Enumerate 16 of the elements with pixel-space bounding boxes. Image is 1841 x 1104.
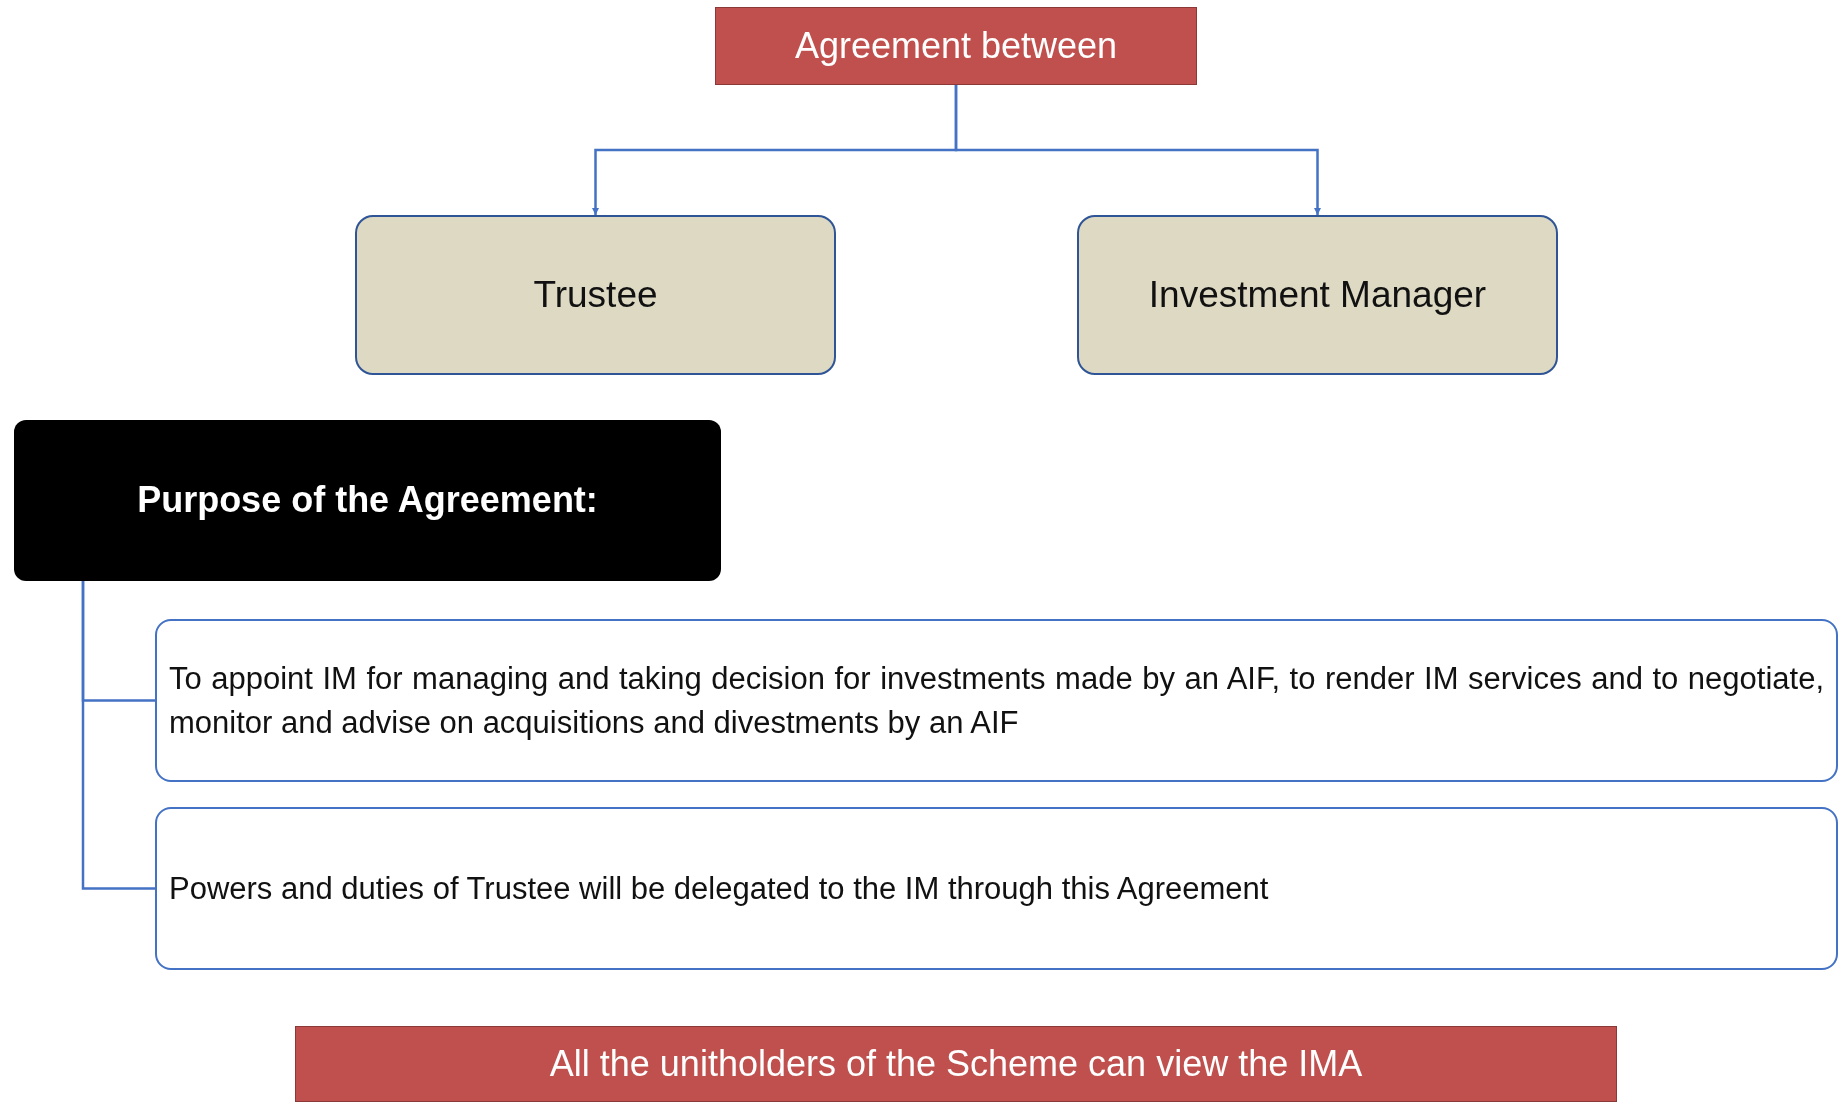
connector-line [81,581,155,890]
node-text: All the unitholders of the Scheme can view the IMA [549,1041,1363,1086]
note-banner [295,1026,1617,1102]
text-box [155,807,1838,970]
node-text: To appoint IM for managing and taking decision for investments made by an AIF, to render IM services and to negotiate, monitor and advise on acquisitions and divestments by an AIF [169,660,1824,742]
node-text: Powers and duties of Trustee will be delegated to the IM through this Agreement [169,869,1270,908]
title-box [715,7,1197,85]
party-box [355,215,836,375]
text-box [155,619,1838,782]
party-box [1077,215,1558,375]
node-text: Trustee [533,273,658,318]
arrow [954,85,1321,215]
heading-box [14,420,721,581]
node-text: Purpose of the Agreement: [137,478,598,523]
node-text: Investment Manager [1148,273,1487,318]
node-text: Agreement between [794,23,1118,68]
